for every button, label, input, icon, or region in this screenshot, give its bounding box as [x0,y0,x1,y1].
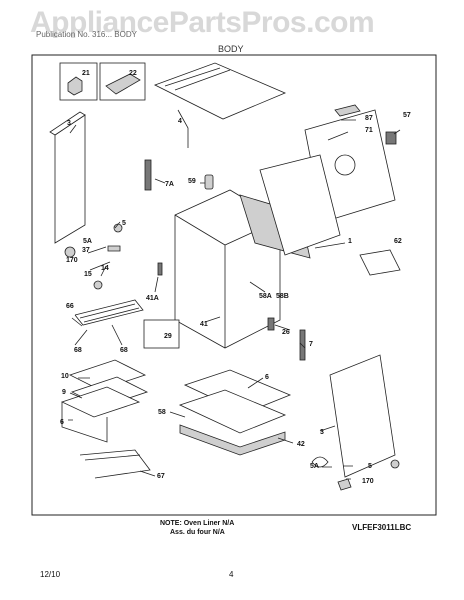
label-4: 4 [178,118,182,125]
label-10: 10 [61,373,69,380]
top-panel-shape [153,62,287,120]
label-1: 1 [348,238,352,245]
watermark: AppliancePartsPros.com [30,6,375,39]
part-5a-shape [311,456,329,468]
broil-element-shape [79,449,151,479]
part-7a-shape [144,159,152,191]
label-42: 42 [297,441,305,448]
note-oven-liner-fr: Ass. du four N/A [170,529,225,536]
label-58a: 58A [259,293,272,300]
side-panel-right-shape [329,354,396,478]
part-62-shape [359,249,401,276]
label-58: 58 [158,409,166,416]
label-37: 37 [82,247,90,254]
label-22: 22 [129,70,137,77]
label-26: 26 [282,329,290,336]
label-71: 71 [365,127,373,134]
broiler-pan-shape [68,359,147,391]
page-number: 4 [229,570,234,579]
part-box-29 [143,319,180,349]
label-5-lower: 5 [368,463,372,470]
part-15-shape [93,280,103,290]
oven-rack-shape [60,386,141,443]
label-9: 9 [62,389,66,396]
part-21-shape [67,76,83,96]
label-62: 62 [394,238,402,245]
label-66: 66 [66,303,74,310]
part-57-shape [385,131,397,145]
label-6-left: 6 [60,419,64,426]
label-3-lower: 3 [320,429,324,436]
label-5a-lower: 5A [310,463,319,470]
part-22-shape [105,73,141,95]
label-5-upper: 5 [122,220,126,227]
note-oven-liner: NOTE: Oven Liner N/A [160,520,235,527]
label-21: 21 [82,70,90,77]
section-title: BODY [218,44,244,54]
model-line: Publication No. 316... BODY [36,30,137,39]
label-67: 67 [157,473,165,480]
label-58b: 58B [276,293,289,300]
label-170-lower: 170 [362,478,374,485]
part-87-shape [334,104,361,117]
label-57: 57 [403,112,411,119]
label-68-right: 68 [120,347,128,354]
label-29: 29 [164,333,172,340]
label-170-upper: 170 [66,257,78,264]
rear-duct-shape [259,154,341,256]
label-7: 7 [309,341,313,348]
bake-element-shape [74,299,144,326]
label-6-right: 6 [265,374,269,381]
label-14: 14 [101,265,109,272]
label-3-upper: 3 [67,120,71,127]
label-41: 41 [200,321,208,328]
model-number: VLFEF3011LBC [352,523,412,532]
label-59: 59 [188,178,196,185]
label-68-left: 68 [74,347,82,354]
part-41a-shape [157,262,163,276]
part-59-shape [204,174,214,190]
label-15: 15 [84,271,92,278]
footer-date: 12/10 [40,570,61,579]
label-41a: 41A [146,295,159,302]
part-26-shape [267,317,275,331]
label-5a-upper: 5A [83,238,92,245]
diagram-frame [31,54,437,516]
side-panel-left-shape [54,114,86,244]
part-170-shape [64,246,76,258]
label-87: 87 [365,115,373,122]
label-7a: 7A [165,181,174,188]
